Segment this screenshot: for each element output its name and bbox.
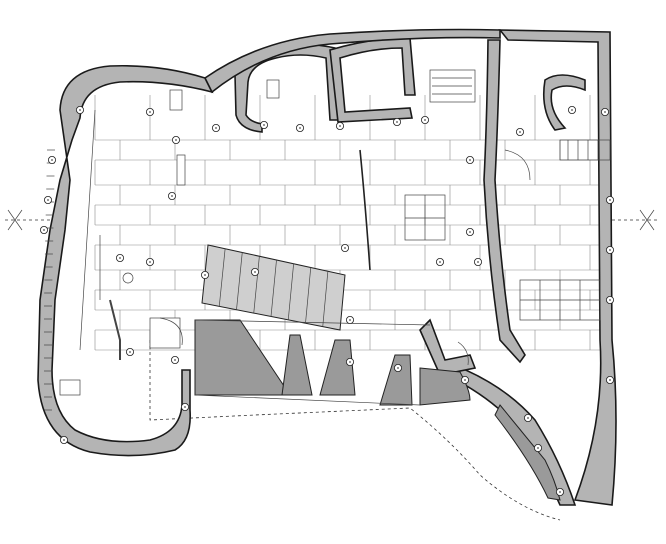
annotation-dot [43,229,45,231]
annotation-dot [47,199,49,201]
annotation-dot [349,319,351,321]
annotation-dot [215,127,217,129]
annotation-dot [63,439,65,441]
door-arc-east [504,149,531,181]
site-outline [149,340,561,521]
annotation-dot [149,111,151,113]
room-fixture-nw [169,89,183,111]
south-door-wall [419,318,477,376]
annotation-dot [469,159,471,161]
annotation-dot [349,361,351,363]
annotation-dot [184,406,186,408]
west-curved-wall [37,64,214,457]
annotation-dot [604,111,606,113]
annotation-dot [263,124,265,126]
centre-curved-screen [359,149,371,271]
floor-paving-grid [94,95,600,351]
annotation-dot [537,447,539,449]
stair-east [559,139,611,161]
annotation-dot [339,125,341,127]
annotation-dot [204,274,206,276]
stair-north [429,69,476,103]
column-left [176,154,186,186]
annotation-dot [609,379,611,381]
annotation-dot [254,271,256,273]
annotation-dot [439,261,441,263]
left-wall-stub [109,299,121,360]
annotation-dot [149,261,151,263]
axis-arrow-right-icon [639,209,655,231]
annotation-dot [609,249,611,251]
axis-arrow-left-icon [7,209,23,231]
central-chapel-wall [329,37,416,123]
pew-line [305,267,312,324]
east-niche [542,74,586,131]
annotation-dot [129,351,131,353]
annotation-dot [51,159,53,161]
annotation-dot [469,231,471,233]
south-east-wedge [494,404,561,501]
pew-line [218,248,226,307]
annotation-dot [477,261,479,263]
door-arc-sw [159,317,183,346]
pew-line [322,271,329,327]
north-roof-wall [203,28,501,94]
annotation-dot [344,247,346,249]
pew-line [287,263,294,320]
pews [201,244,346,331]
south-wall-recesses [194,319,471,406]
door-arc-south [457,341,469,366]
annotation-dot [609,199,611,201]
annotation-dot [175,139,177,141]
font-circle [122,272,134,284]
east-bench-grid [519,279,601,321]
east-tower-wall [483,39,526,364]
annotation-dot [396,121,398,123]
pew-line [236,252,243,310]
east-wall [498,29,617,506]
annotation-markers [40,106,615,496]
annotation-dot [79,109,81,111]
annotation-dot [299,127,301,129]
annotation-dot [609,299,611,301]
annotation-dot [424,119,426,121]
room-fixture-sw [59,379,81,396]
annotation-dot [171,195,173,197]
pew-line [253,256,260,314]
annotation-dot [464,379,466,381]
annotation-dot [174,359,176,361]
room-fixture-n [266,79,280,99]
small-room-sw [149,317,181,349]
annotation-dot [559,491,561,493]
left-aisle-line [79,109,96,351]
annotation-dot [571,109,573,111]
pew-line [270,259,277,317]
annotation-dot [119,257,121,259]
annotation-dot [519,131,521,133]
annotation-dot [527,417,529,419]
annotation-dot [397,367,399,369]
